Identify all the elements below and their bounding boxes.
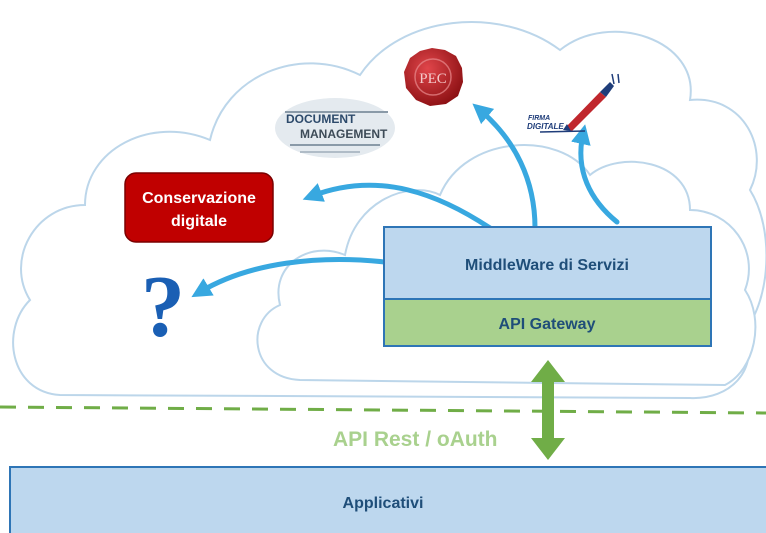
applicativi-label: Applicativi — [343, 495, 424, 512]
arrow-to-conservazione — [302, 182, 493, 231]
middleware-label: MiddleWare di Servizi — [465, 257, 629, 274]
api-gateway-box: API Gateway — [383, 298, 712, 347]
firma-word: FIRMA — [528, 115, 550, 122]
conservazione-label-line1: Conservazione — [142, 190, 256, 207]
management-word: MANAGEMENT — [300, 127, 388, 141]
api-gateway-label: API Gateway — [499, 316, 596, 333]
double-arrow-icon — [531, 360, 565, 460]
applicativi-box: Applicativi — [9, 466, 766, 533]
arrow-to-question — [191, 257, 388, 298]
document-management-icon: DOCUMENT MANAGEMENT — [275, 98, 395, 158]
arrow-to-firma — [571, 124, 620, 225]
conservazione-label-line2: digitale — [171, 213, 227, 230]
middleware-box: MiddleWare di Servizi — [383, 226, 712, 300]
dashed-separator — [0, 405, 766, 415]
api-rest-label: API Rest / oAuth — [333, 428, 498, 451]
arrow-to-pec — [472, 103, 538, 231]
pen-icon — [565, 92, 606, 132]
question-mark: ? — [141, 259, 185, 356]
firma-digitale-icon: FIRMA DIGITALE — [527, 73, 620, 133]
pec-label: PEC — [419, 71, 447, 87]
service-arrows — [191, 103, 620, 298]
pec-seal-icon: PEC — [404, 48, 463, 106]
digitale-word: DIGITALE — [527, 122, 564, 131]
document-word: DOCUMENT — [286, 112, 356, 126]
conservazione-digitale-box: Conservazione digitale — [124, 172, 274, 243]
